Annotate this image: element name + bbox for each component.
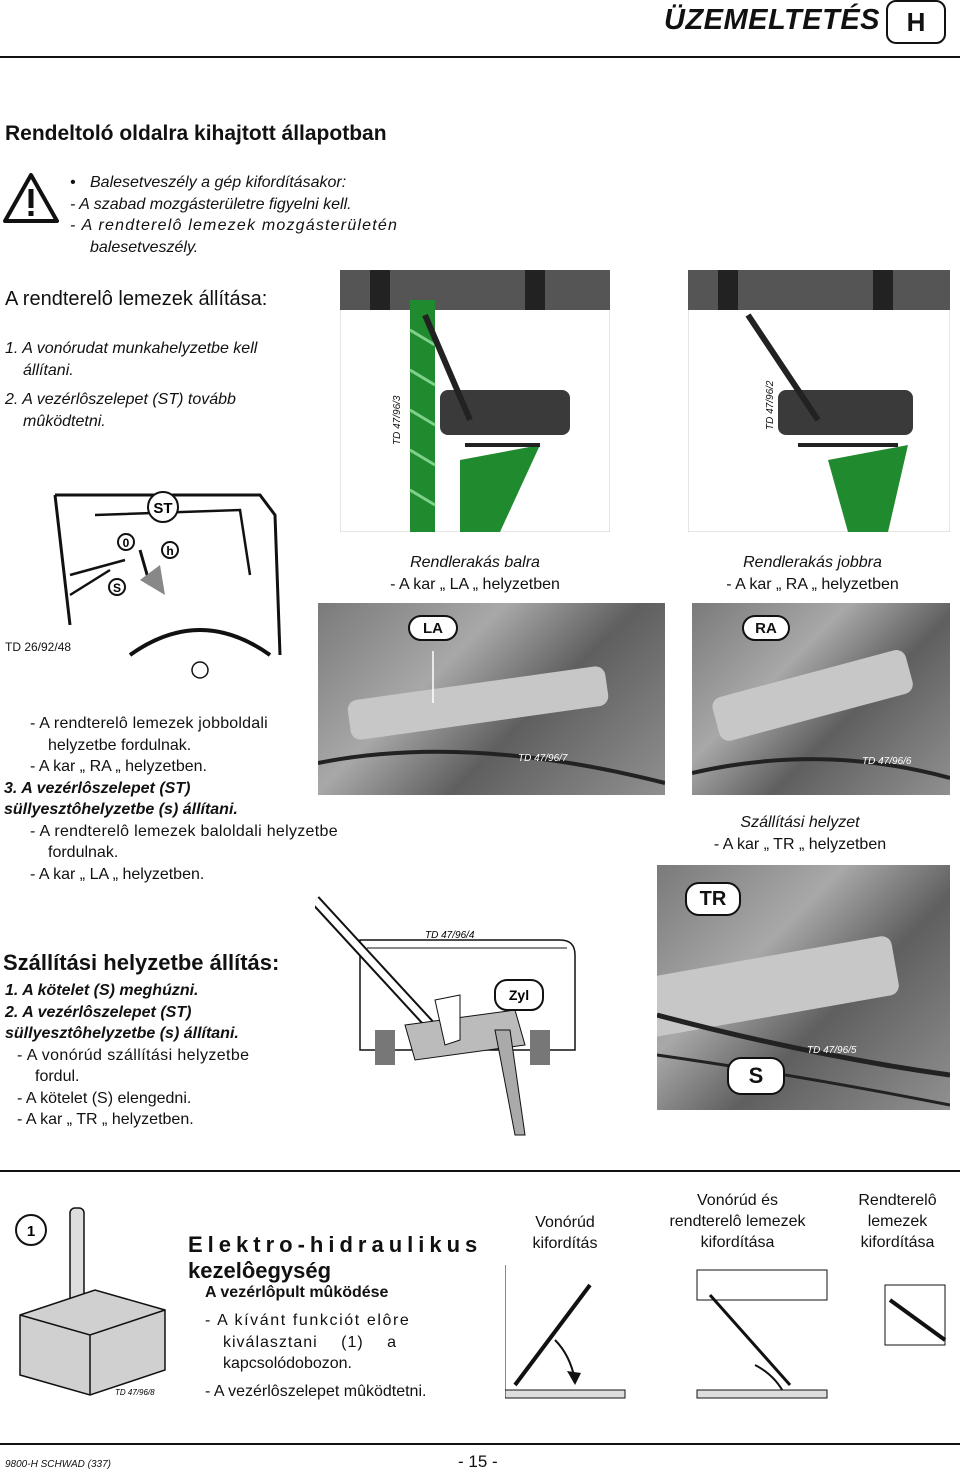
tr-label: TR	[685, 882, 741, 916]
s-label: S	[113, 581, 121, 595]
figure-code: TD 47/96/4	[425, 930, 475, 941]
caption-left: Rendlerakás balra - A kar „ LA „ helyzet…	[360, 552, 590, 596]
la-label: LA	[408, 615, 458, 641]
tractor-diagram: ST 0 h S	[53, 491, 282, 679]
section-title-2: A rendterelô lemezek állítása:	[5, 288, 268, 310]
middle-line: helyzetbe fordulnak.	[48, 736, 192, 754]
figure-code: TD 47/96/3	[392, 395, 403, 445]
photo-code: TD 47/96/5	[807, 1045, 857, 1056]
unit-line: - A vezérlôszelepet mûködtetni.	[205, 1382, 427, 1400]
zero-label: 0	[123, 536, 130, 550]
caption-right: Rendlerakás jobbra - A kar „ RA „ helyze…	[690, 552, 935, 596]
photo-code: TD 47/96/7	[518, 753, 568, 764]
number-label: 1	[27, 1223, 35, 1240]
warning-item: balesetveszély.	[90, 238, 199, 256]
page-number: - 15 -	[458, 1452, 498, 1471]
s-label: S	[727, 1057, 785, 1095]
machine-diagram-right: TD 47/96/2	[688, 270, 950, 532]
section-title-1: Rendeltoló oldalra kihajtott állapotban	[5, 122, 387, 145]
page-header-title: ÜZEMELTETÉS	[664, 4, 881, 36]
column-line: kifordítás	[532, 1235, 598, 1252]
step-text: 2. A vezérlôszelepet (ST)	[5, 1003, 192, 1021]
column-line: Vonórúd és	[697, 1192, 778, 1209]
step-text: fordul.	[35, 1068, 80, 1085]
unit-line: kapcsolódobozon.	[223, 1355, 352, 1372]
section-badge: H	[886, 0, 946, 44]
step-text: - A kar „ TR „ helyzetben.	[17, 1111, 194, 1128]
section-title-3: Szállítási helyzetbe állítás:	[3, 950, 280, 975]
transport-steps: 1. A kötelet (S) meghúzni. 2. A vezérlôs…	[5, 980, 305, 1131]
column-line: kifordítása	[860, 1234, 935, 1251]
column-line: Rendterelô	[858, 1192, 937, 1209]
column-line: rendterelô lemezek	[669, 1213, 806, 1230]
column-heading-2: Vonórúd és rendterelô lemezek kifordítás…	[655, 1190, 820, 1253]
section-rule	[0, 1170, 960, 1172]
warning-list: •Balesetveszély a gép kifordításakor: - …	[70, 172, 470, 258]
footer-rule	[0, 1443, 960, 1445]
transport-diagram: Zyl TD 47/96/4	[315, 896, 576, 1136]
caption-right-title: Rendlerakás jobbra	[743, 554, 882, 571]
photo-la: LA TD 47/96/7	[318, 603, 665, 795]
step-text: 2. A vezérlôszelepet (ST) tovább	[5, 391, 236, 408]
middle-line: - A kar „ RA „ helyzetben.	[30, 758, 207, 775]
middle-line: 3. A vezérlôszelepet (ST)	[4, 779, 191, 797]
step-text: mûködtetni.	[23, 412, 106, 430]
caption-transport: Szállítási helyzet - A kar „ TR „ helyze…	[650, 812, 950, 856]
warning-item: - A szabad mozgásterületre figyelni kell…	[70, 195, 352, 213]
step-text: 1. A vonórudat munkahelyzetbe kell	[5, 340, 258, 357]
caption-transport-title: Szállítási helyzet	[740, 814, 860, 831]
photo-tr: TR S TD 47/96/5	[657, 865, 950, 1110]
adjust-steps: 1. A vonórudat munkahelyzetbe kell állít…	[5, 338, 325, 432]
warning-item: - A rendterelô lemezek mozgásterületén	[70, 217, 399, 234]
zyl-label: Zyl	[509, 987, 529, 1003]
st-label: ST	[153, 500, 172, 517]
step-text: süllyesztôhelyzetbe (s) állítani.	[5, 1025, 239, 1042]
unit-line: kiválasztani (1) a	[223, 1333, 398, 1351]
step-text: 1. A kötelet (S) meghúzni.	[5, 982, 199, 999]
unit-body: - A kívánt funkciót elôre kiválasztani (…	[205, 1310, 453, 1402]
middle-line: - A rendterelô lemezek jobboldali	[30, 715, 268, 732]
tractor-code: TD 26/92/48	[5, 640, 72, 654]
column-heading-1: Vonórúd kifordítás	[510, 1212, 620, 1254]
step-text: állítani.	[23, 361, 74, 379]
unit-title-line1: Elektro-hidraulikus	[188, 1232, 483, 1257]
unit-line: - A kívánt funkciót elôre	[205, 1312, 411, 1329]
ra-label: RA	[742, 615, 790, 641]
figure-code: TD 47/96/2	[765, 380, 776, 430]
step-text: - A kötelet (S) elengedni.	[17, 1089, 192, 1107]
column-line: Vonórúd	[535, 1214, 595, 1231]
h-label: h	[166, 544, 173, 558]
middle-line: süllyesztôhelyzetbe (s) állítani.	[4, 801, 238, 818]
machine-diagram-left: TD 47/96/3	[340, 270, 610, 532]
unit-title-line2: kezelôegység	[188, 1258, 332, 1283]
warning-icon	[3, 173, 59, 223]
column-line: lemezek	[867, 1213, 928, 1230]
column-heading-3: Rendterelô lemezek kifordítása	[845, 1190, 950, 1253]
middle-line: fordulnak.	[48, 844, 119, 861]
header-rule	[0, 56, 960, 58]
column-line: kifordítása	[700, 1234, 775, 1251]
figure-code: TD 47/96/8	[115, 1388, 155, 1397]
photo-ra: RA TD 47/96/6	[692, 603, 950, 795]
middle-text: - A rendterelô lemezek jobboldali helyze…	[4, 713, 450, 885]
control-box-diagram: 1 TD 47/96/8	[15, 1207, 166, 1397]
photo-code: TD 47/96/6	[862, 756, 912, 767]
footer-left: 9800-H SCHWAD (337)	[5, 1459, 111, 1470]
caption-right-text: - A kar „ RA „ helyzetben	[726, 576, 899, 593]
function-diagrams	[505, 1265, 947, 1399]
caption-transport-text: - A kar „ TR „ helyzetben	[713, 836, 887, 853]
warning-item: •Balesetveszély a gép kifordításakor:	[70, 174, 347, 191]
middle-line: - A kar „ LA „ helyzetben.	[30, 865, 205, 883]
middle-line: - A rendterelô lemezek baloldali helyzet…	[30, 822, 338, 840]
caption-left-text: - A kar „ LA „ helyzetben	[390, 576, 560, 593]
caption-left-title: Rendlerakás balra	[410, 554, 540, 571]
unit-subtitle: A vezérlôpult mûködése	[205, 1284, 389, 1301]
step-text: - A vonórúd szállítási helyzetbe	[17, 1046, 250, 1064]
